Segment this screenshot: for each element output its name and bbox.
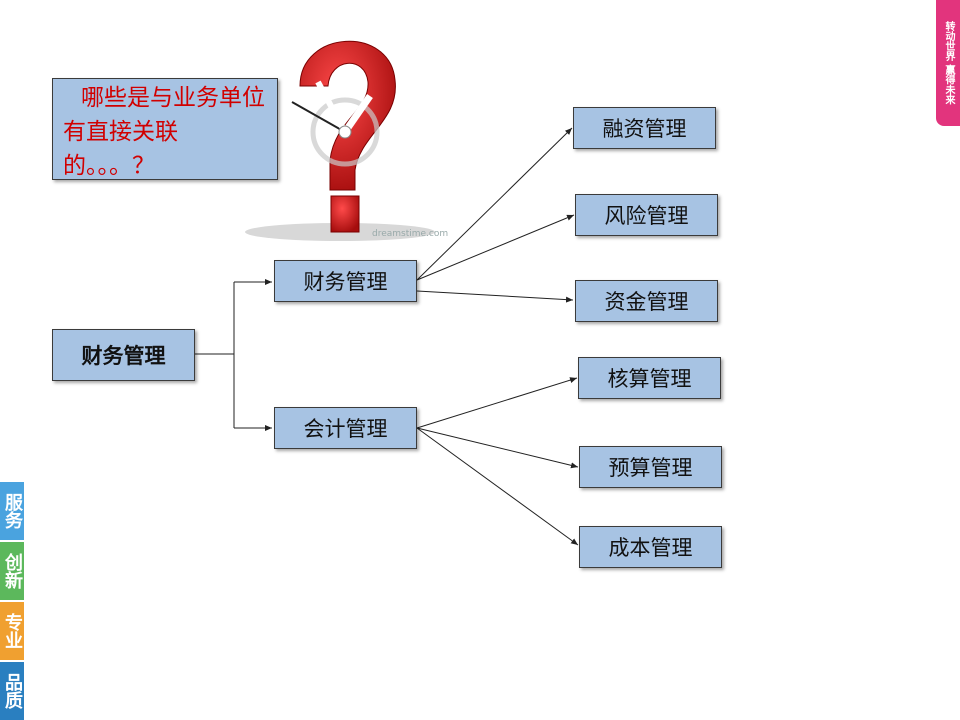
watermark-text: dreamstime.com bbox=[372, 229, 448, 239]
root-node: 财务管理 bbox=[52, 329, 195, 381]
branch-node-accounting: 会计管理 bbox=[274, 407, 417, 449]
root-connector bbox=[195, 282, 272, 428]
side-tab-quality: 品质 bbox=[0, 662, 24, 720]
question-callout: 哪些是与业务单位有直接关联的。。。？ bbox=[52, 78, 278, 180]
branch-accounting-connectors bbox=[417, 378, 578, 545]
side-tab-professional: 专业 bbox=[0, 602, 24, 660]
leaf-node-financing: 融资管理 bbox=[573, 107, 716, 149]
leaf-node-funds: 资金管理 bbox=[575, 280, 718, 322]
side-tab-innovation: 创新 bbox=[0, 542, 24, 600]
leaf-node-cost: 成本管理 bbox=[579, 526, 722, 568]
leaf-node-budget: 预算管理 bbox=[579, 446, 722, 488]
leaf-node-accounting-calc: 核算管理 bbox=[578, 357, 721, 399]
side-tab-service: 服务 bbox=[0, 482, 24, 540]
leaf-node-risk: 风险管理 bbox=[575, 194, 718, 236]
branch-finance-connectors bbox=[417, 128, 574, 300]
branch-node-finance: 财务管理 bbox=[274, 260, 417, 302]
brand-tag-text: 转动世界 赢得未来 bbox=[942, 21, 954, 104]
brand-tag: 转动世界 赢得未来 bbox=[936, 0, 960, 126]
